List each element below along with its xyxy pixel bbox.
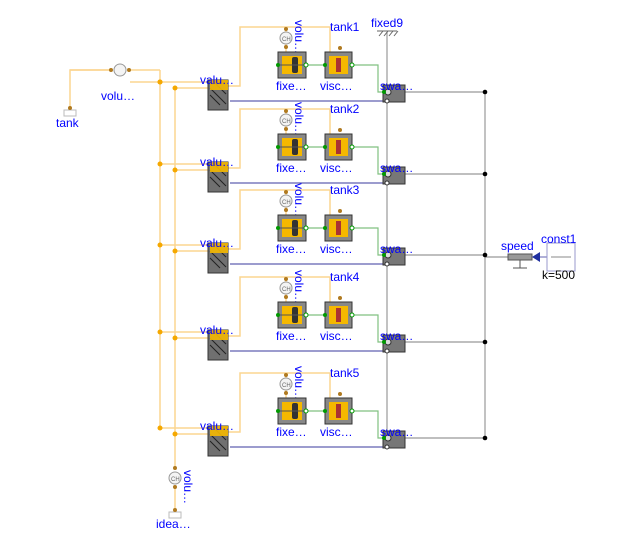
svg-text:CH: CH — [171, 477, 180, 483]
volume-flow-sensor-bottom[interactable]: CH volu… — [168, 466, 195, 504]
volume-flow-sensor[interactable]: CH volu… — [279, 183, 306, 217]
row: valu… CH volu… fixe… visc… tank1 — [157, 20, 488, 111]
swash-label: swa… — [380, 425, 413, 439]
viscous-damper[interactable]: visc… — [320, 133, 355, 175]
row: valu… CH volu… fixe… visc… tank4 — [157, 270, 488, 361]
ideal-source-label: idea… — [156, 517, 191, 531]
viscous-damper[interactable]: visc… — [320, 214, 355, 256]
speed-component[interactable]: speed — [501, 239, 540, 269]
tank[interactable]: tank3 — [330, 183, 360, 213]
viscous-label: visc… — [320, 425, 353, 439]
viscous-damper[interactable]: visc… — [320, 397, 355, 439]
fixed-cylinder[interactable]: fixe… — [276, 214, 309, 256]
fixed-label: fixe… — [276, 329, 307, 343]
volume-flow-sensor[interactable]: CH volu… — [279, 102, 306, 136]
const-component[interactable]: const1 k=500 — [540, 232, 577, 282]
valve[interactable]: valu… — [200, 323, 234, 361]
const-param: k=500 — [542, 268, 575, 282]
volume-flow-sensor[interactable]: CH volu… — [279, 20, 306, 54]
fixed-label: fixe… — [276, 242, 307, 256]
flow-sensor-label: volu… — [292, 366, 306, 400]
swash-plate[interactable]: swa… — [380, 79, 413, 104]
row-wires — [160, 372, 485, 448]
swash-label: swa… — [380, 79, 413, 93]
valve-label: valu… — [200, 419, 234, 433]
const-label: const1 — [541, 232, 577, 246]
tank-label: tank2 — [330, 102, 360, 116]
volume-flow-sensor-top[interactable]: volu… — [70, 63, 163, 103]
flow-sensor-label: volu… — [292, 183, 306, 217]
swash-label: swa… — [380, 242, 413, 256]
svg-text:CH: CH — [282, 287, 291, 293]
fixed-cylinder[interactable]: fixe… — [276, 301, 309, 343]
swash-plate[interactable]: swa… — [380, 161, 413, 186]
valve-label: valu… — [200, 73, 234, 87]
valve-label: valu… — [200, 236, 234, 250]
viscous-label: visc… — [320, 329, 353, 343]
row-wires — [160, 189, 485, 265]
viscous-damper[interactable]: visc… — [320, 301, 355, 343]
fixed-label: fixe… — [276, 161, 307, 175]
tank-component[interactable]: tank — [56, 106, 80, 130]
tank-label: tank5 — [330, 366, 360, 380]
viscous-label: visc… — [320, 242, 353, 256]
volume-sensor-bottom-label: volu… — [181, 470, 195, 504]
volume-flow-sensor[interactable]: CH volu… — [279, 270, 306, 304]
tank-label: tank3 — [330, 183, 360, 197]
swash-label: swa… — [380, 161, 413, 175]
svg-text:CH: CH — [282, 200, 291, 206]
valve-label: valu… — [200, 155, 234, 169]
valve-label: valu… — [200, 323, 234, 337]
flow-sensor-label: volu… — [292, 270, 306, 304]
tank-label: tank1 — [330, 20, 360, 34]
valve[interactable]: valu… — [200, 236, 234, 274]
fixed-cylinder[interactable]: fixe… — [276, 397, 309, 439]
swash-plate[interactable]: swa… — [380, 242, 413, 267]
speed-label: speed — [501, 239, 534, 253]
tank[interactable]: tank1 — [330, 20, 360, 50]
swash-plate[interactable]: swa… — [380, 329, 413, 354]
fixed-label: fixed9 — [371, 16, 403, 30]
swash-plate[interactable]: swa… — [380, 425, 413, 450]
viscous-label: visc… — [320, 161, 353, 175]
volume-flow-sensor[interactable]: CH volu… — [279, 366, 306, 400]
row-wires — [160, 108, 485, 184]
ideal-source[interactable]: idea… — [156, 508, 191, 531]
flow-sensor-label: volu… — [292, 20, 306, 54]
tank-label: tank4 — [330, 270, 360, 284]
svg-text:CH: CH — [282, 383, 291, 389]
row: valu… CH volu… fixe… visc… tank2 — [157, 102, 488, 193]
viscous-label: visc… — [320, 79, 353, 93]
fixed-label: fixe… — [276, 79, 307, 93]
fixed-cylinder[interactable]: fixe… — [276, 133, 309, 175]
valve[interactable]: valu… — [200, 419, 234, 457]
tank[interactable]: tank4 — [330, 270, 360, 300]
svg-text:CH: CH — [282, 119, 291, 125]
tank-label: tank — [56, 116, 80, 130]
fixed-label: fixe… — [276, 425, 307, 439]
valve[interactable]: valu… — [200, 73, 234, 111]
fixed-cylinder[interactable]: fixe… — [276, 51, 309, 93]
row: valu… CH volu… fixe… visc… tank5 — [157, 366, 488, 457]
row: valu… CH volu… fixe… visc… tank3 — [157, 183, 488, 274]
valve[interactable]: valu… — [200, 155, 234, 193]
volume-sensor-top-label: volu… — [101, 89, 135, 103]
swash-label: swa… — [380, 329, 413, 343]
flow-sensor-label: volu… — [292, 102, 306, 136]
viscous-damper[interactable]: visc… — [320, 51, 355, 93]
tank[interactable]: tank2 — [330, 102, 360, 132]
svg-text:CH: CH — [282, 37, 291, 43]
row-wires — [160, 26, 485, 102]
tank[interactable]: tank5 — [330, 366, 360, 396]
fixed-ground[interactable]: fixed9 — [371, 16, 403, 37]
